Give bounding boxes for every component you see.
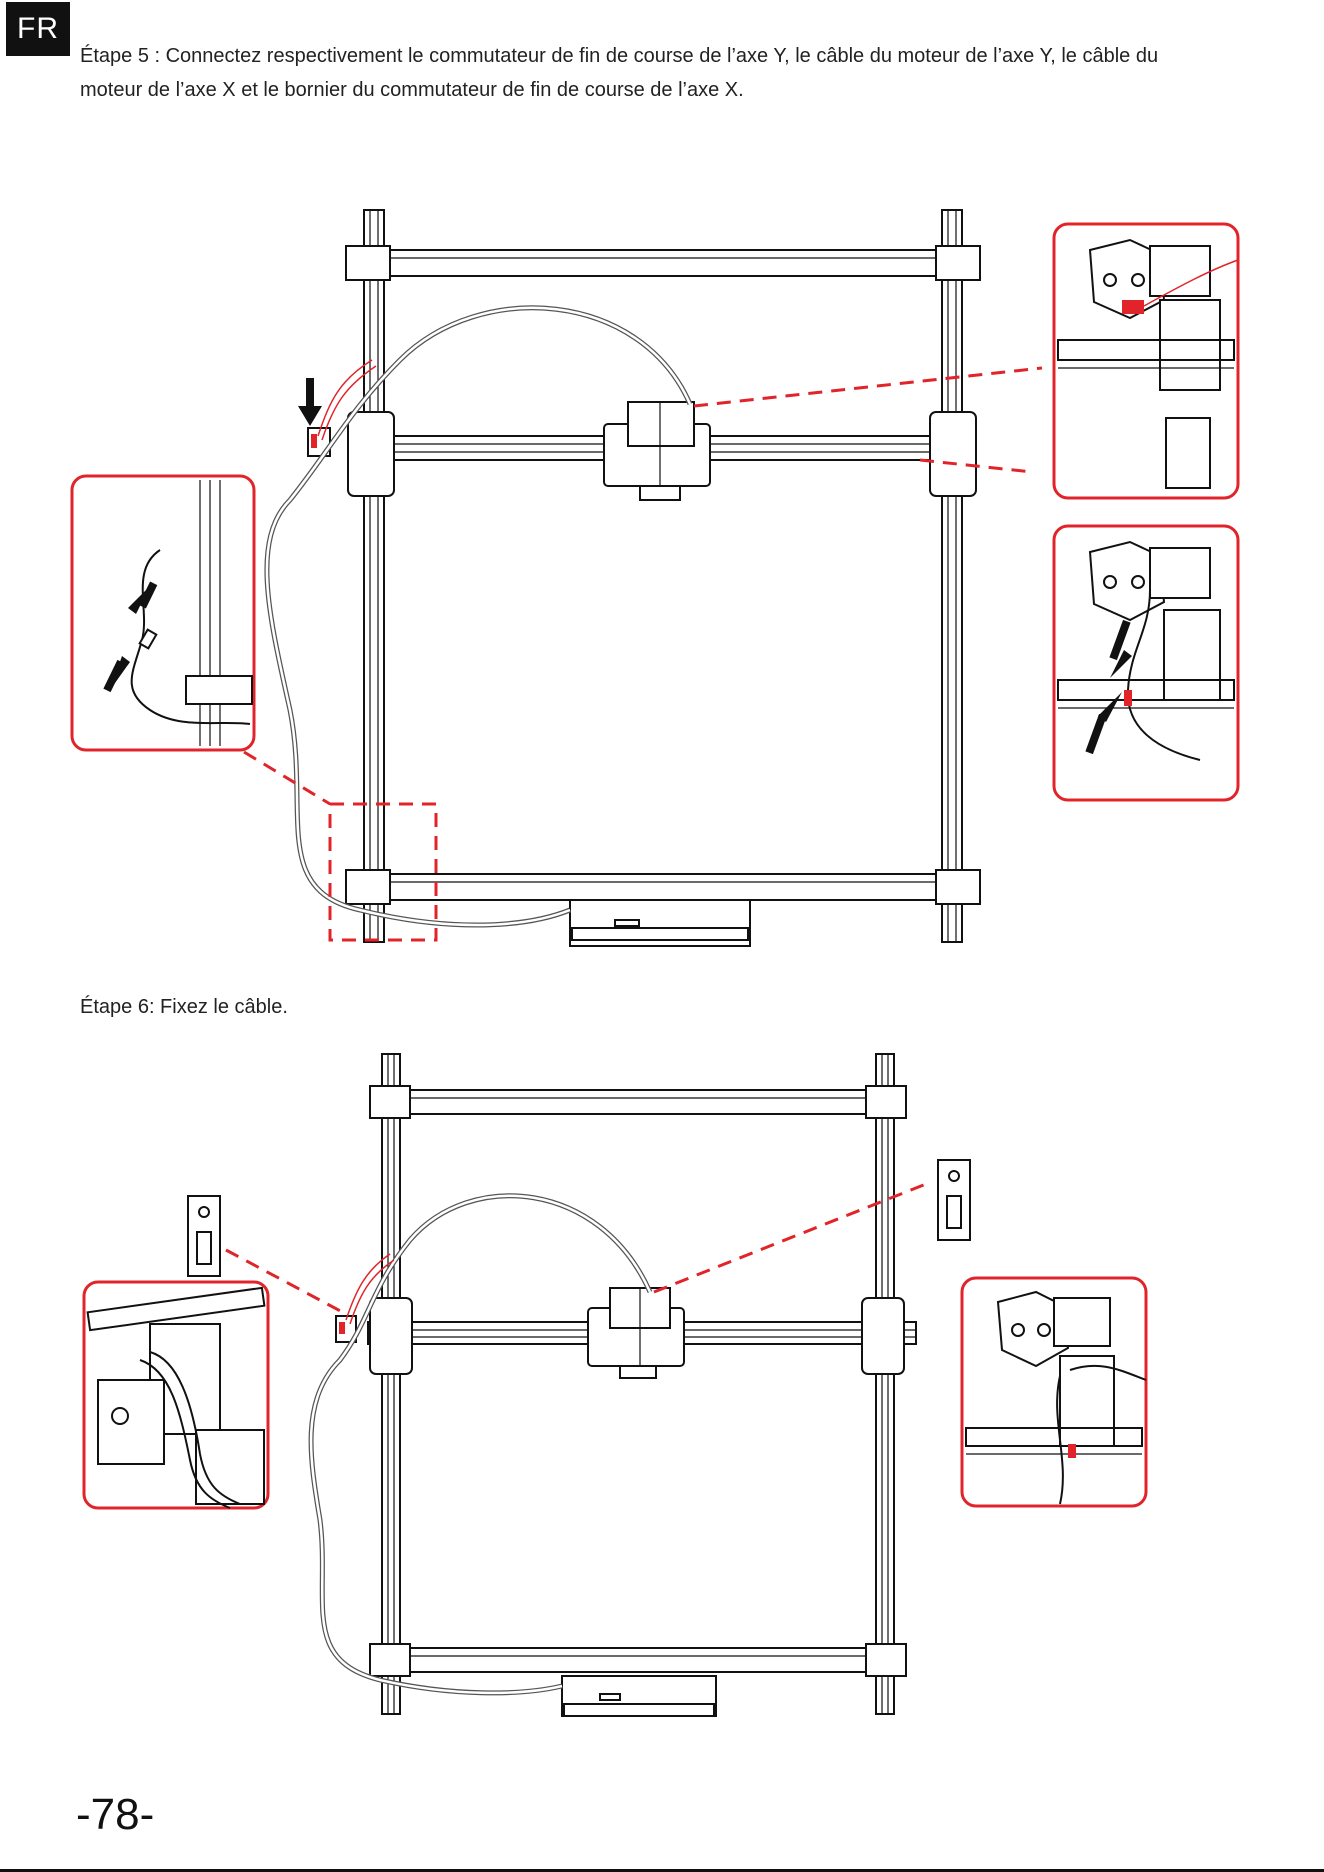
callout-line <box>694 368 1042 406</box>
left-gantry-block <box>370 1298 412 1374</box>
corner-bracket <box>370 1644 410 1676</box>
corner-bracket <box>866 1644 906 1676</box>
bottom-beam <box>396 1648 876 1672</box>
corner-bracket <box>346 246 390 280</box>
right-y-rail <box>942 210 962 942</box>
engraver-frame <box>346 210 980 946</box>
top-beam <box>380 250 942 276</box>
corner-bracket <box>346 870 390 904</box>
right-gantry-block <box>862 1298 904 1374</box>
callout-line <box>244 752 330 804</box>
left-y-rail <box>382 1054 400 1714</box>
cable-routing <box>267 308 690 925</box>
x-axis-gantry <box>336 1288 916 1378</box>
cable-clip-icon <box>188 1196 220 1276</box>
corner-bracket <box>936 246 980 280</box>
language-badge: FR <box>6 2 70 56</box>
laser-module <box>628 402 694 446</box>
right-y-rail <box>876 1054 894 1714</box>
corner-bracket <box>866 1086 906 1118</box>
cable-clip-icon <box>938 1160 970 1240</box>
left-gantry-block <box>348 412 394 496</box>
bottom-beam <box>380 874 942 900</box>
inset-cable-fixed-right <box>962 1278 1146 1506</box>
inset-x-endstop-terminal <box>1054 526 1238 800</box>
step-5-illustration <box>0 190 1324 960</box>
top-beam <box>396 1090 876 1114</box>
inset-x-motor-connector <box>1054 224 1238 498</box>
corner-bracket <box>370 1086 410 1118</box>
x-axis-gantry <box>308 402 976 500</box>
engraver-frame <box>370 1054 906 1716</box>
right-gantry-block <box>930 412 976 496</box>
inset-y-cable-joint <box>72 476 254 750</box>
left-y-rail <box>364 210 384 942</box>
page-number: -78- <box>76 1790 154 1840</box>
callout-line <box>654 1184 926 1292</box>
step-5-instruction: Étape 5 : Connectez respectivement le co… <box>80 39 1160 107</box>
arrow-icon <box>298 378 322 426</box>
cable-routing <box>311 1196 650 1693</box>
step-6-illustration <box>0 1040 1324 1740</box>
step-6-instruction: Étape 6: Fixez le câble. <box>80 990 680 1024</box>
inset-cable-fixed-left <box>84 1282 268 1508</box>
corner-bracket <box>936 870 980 904</box>
